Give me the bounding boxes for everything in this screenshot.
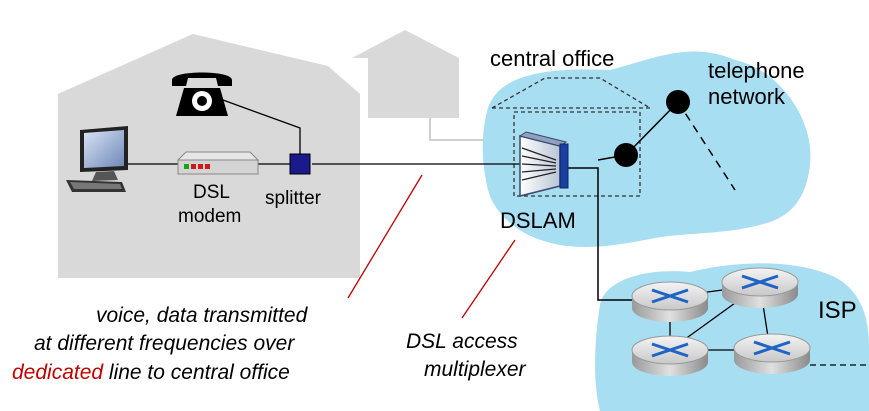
- splitter-label: splitter: [265, 188, 322, 209]
- central-office-label: central office: [490, 46, 614, 71]
- central-office-cloud: [482, 51, 811, 248]
- central-office-box: [513, 111, 641, 197]
- dslam-label: DSLAM: [500, 208, 576, 233]
- caption-highlight: dedicated: [12, 361, 104, 384]
- telephone-icon: [172, 72, 232, 116]
- dsl-label: DSL: [193, 182, 230, 203]
- caption-line2: at different frequencies over: [34, 332, 295, 355]
- dslam-caption-line1: DSL access: [406, 330, 518, 353]
- modem-icon: [176, 151, 260, 175]
- telephone-network-node: [666, 90, 690, 114]
- router-icon: [721, 267, 799, 308]
- dslam-icon: [518, 131, 569, 197]
- router-icon: [631, 281, 709, 322]
- router-icon: [631, 335, 709, 376]
- central-office-switch-node: [614, 143, 638, 167]
- small-house: [352, 30, 459, 118]
- telephone-label: telephone: [708, 58, 805, 83]
- central-office-roof: [491, 77, 651, 109]
- isp-label: ISP: [818, 297, 857, 324]
- caption-line3: dedicated line to central office: [12, 361, 290, 384]
- caption-pointer: [347, 174, 423, 299]
- dslam-caption-pointer: [461, 239, 516, 319]
- caption-line1: voice, data transmitted: [96, 304, 309, 327]
- computer-icon: [66, 126, 128, 192]
- dslam-caption-line2: multiplexer: [424, 358, 527, 381]
- network-label: network: [708, 84, 786, 109]
- caption-line3-rest: line to central office: [103, 361, 290, 384]
- modem-label: modem: [178, 206, 241, 227]
- router-icon: [733, 333, 811, 374]
- splitter-icon: [289, 153, 311, 175]
